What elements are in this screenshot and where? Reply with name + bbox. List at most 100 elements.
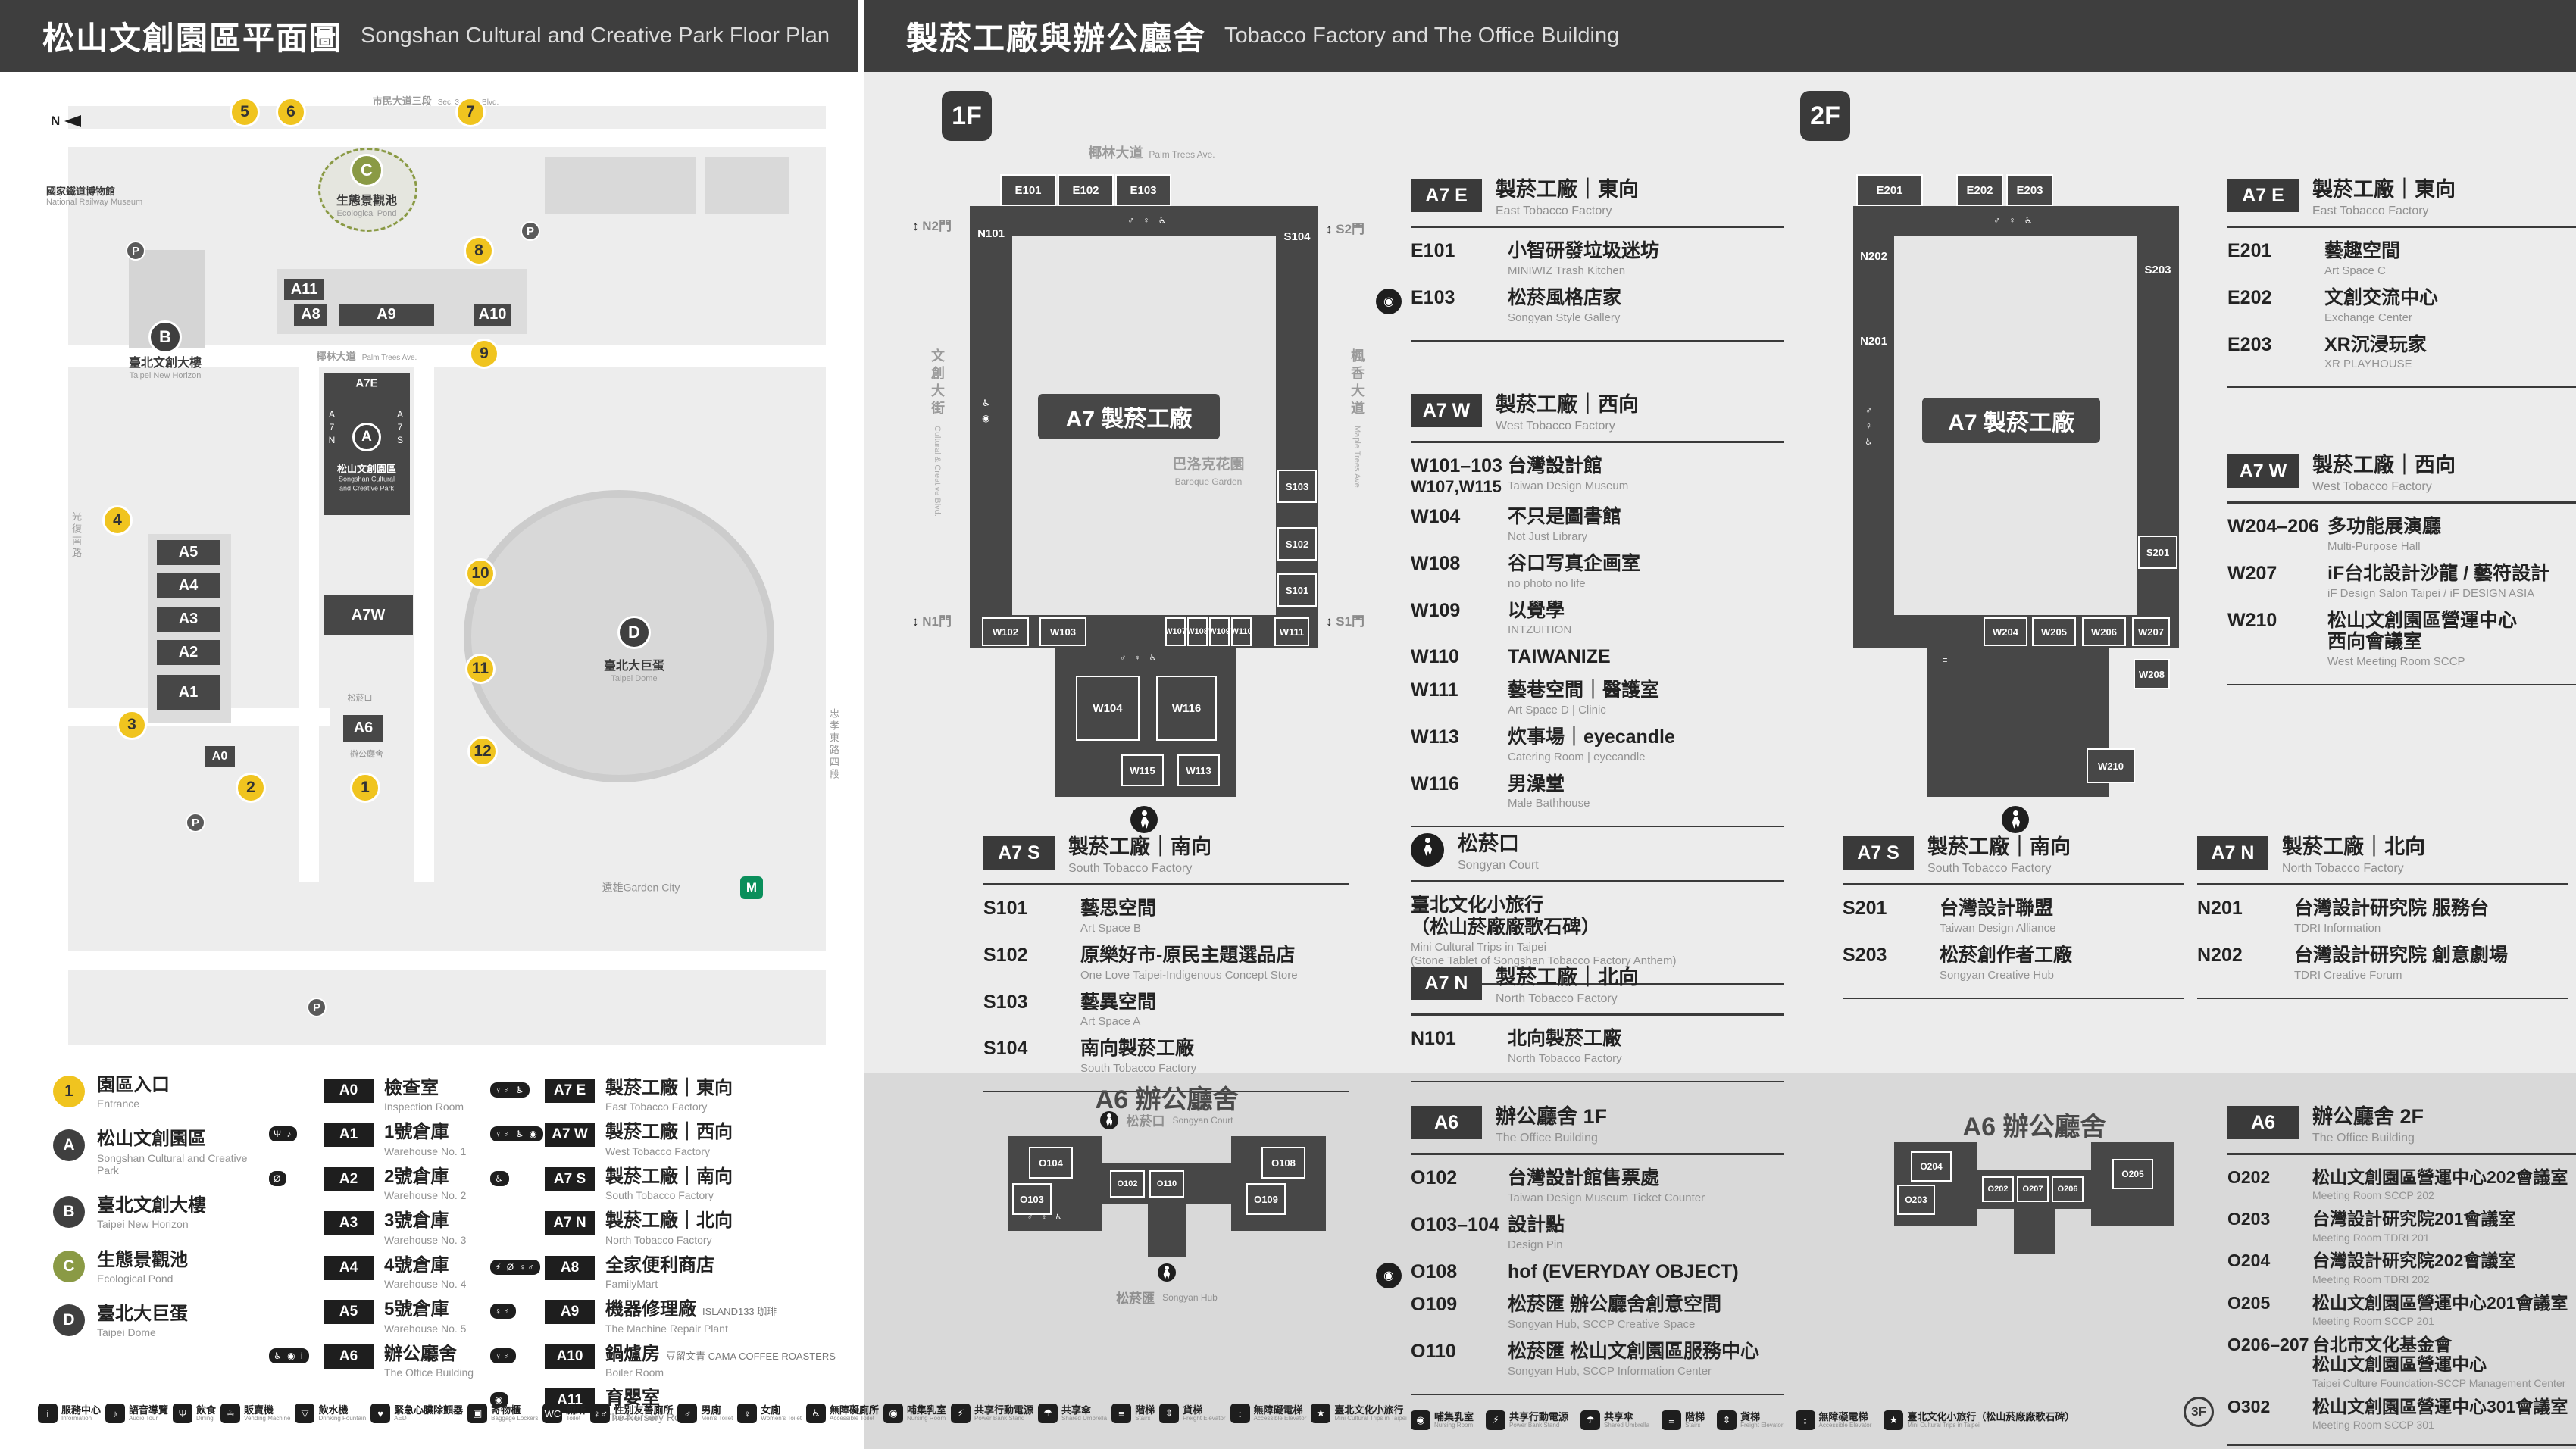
toilet-icons: ♂ ♀ ♿ <box>1993 215 2036 226</box>
f1-south-section: A7 S 製菸工廠｜南向 South Tobacco Factory S101 … <box>983 830 1349 1092</box>
facility-item: ☕ 販賣機 Vending Machine <box>220 1404 290 1423</box>
f2-north-section: A7 N 製菸工廠｜北向 North Tobacco Factory N201 … <box>2197 830 2568 999</box>
section-code-chip: A7 W <box>2227 454 2299 488</box>
entry-name-en: Art Space C <box>2324 264 2386 277</box>
entry-code: W116 <box>1411 773 1459 795</box>
entry-icon: ◉ <box>1376 1262 1402 1288</box>
facility-en: Accessible Elevator <box>1818 1421 1872 1429</box>
entry-name-en: Exchange Center <box>2324 311 2412 324</box>
room-s104: S104 <box>1283 230 1311 243</box>
facility-en: Drinking Fountain <box>318 1414 367 1422</box>
legend-building-code: A7 E <box>545 1079 595 1103</box>
legend-building-row: A0 檢查室 Inspection Room <box>269 1078 489 1113</box>
building-a5: A5 <box>157 540 220 565</box>
room-w116: W116 <box>1156 676 1217 741</box>
facility-item: ☂ 共享傘 Shared Umbrella <box>1580 1410 1649 1430</box>
section-title-zh: 製菸工廠｜西向 <box>1496 393 1639 416</box>
room-w204: W204 <box>1984 617 2027 646</box>
entry-code: W204–206 <box>2227 516 2319 537</box>
entry-code: S203 <box>1843 944 1887 966</box>
left-title-zh: 松山文創園區平面圖 <box>42 20 343 56</box>
legend-row-icons: ♀♂ ♿ <box>490 1082 530 1098</box>
room-o102: O102 <box>1110 1170 1145 1198</box>
guangfu-rd-label: 光復南路 <box>70 511 82 560</box>
entry-name-zh: hof (EVERYDAY OBJECT) <box>1508 1260 1739 1282</box>
section-code-chip: A7 N <box>2197 836 2268 870</box>
facility-zh: 階梯 <box>1685 1410 1705 1422</box>
entry-name-zh: 原樂好市-原民主題選品店 <box>1080 944 1296 966</box>
legend-area-zh: 生態景觀池 <box>97 1249 188 1270</box>
room-s101: S101 <box>1277 573 1317 607</box>
directory-entry: W111 藝巷空間｜醫護室 Art Space D | Clinic <box>1411 679 1784 717</box>
entrance-4: 4 <box>102 505 133 536</box>
section-title-zh: 製菸工廠｜東向 <box>1496 178 1639 201</box>
legend-building-en: Warehouse No. 2 <box>384 1189 467 1202</box>
road-zhongxiao <box>68 951 826 970</box>
facility-icon: ↕ <box>1795 1410 1815 1430</box>
directory-entry: E101 小智研發垃圾迷坊 MINIWIZ Trash Kitchen <box>1411 240 1784 278</box>
section-title-en: The Office Building <box>1496 1132 1598 1145</box>
facility-zh: 性別友善廁所 <box>614 1404 674 1416</box>
taipei-new-horizon-label: 臺北文創大樓 Taipei New Horizon <box>128 357 202 381</box>
facility-en: Power Bank Stand <box>1509 1421 1560 1429</box>
legend-building-code: A7 W <box>545 1123 595 1148</box>
entry-name-en: Songyan Hub, SCCP Creative Space <box>1508 1318 1696 1331</box>
entry-name-en: no photo no life <box>1508 576 1586 590</box>
entry-name-zh: 文創交流中心 <box>2324 286 2439 308</box>
entry-name-en: Meeting Room SCCP 301 <box>2312 1419 2434 1432</box>
directory-entry: W110 TAIWANIZE <box>1411 646 1784 670</box>
railway-museum-label: 國家鐵道博物館 National Railway Museum <box>46 186 143 208</box>
legend-building-row: A7 N 製菸工廠｜北向 North Tobacco Factory <box>490 1211 854 1246</box>
facility-icon: ★ <box>1884 1410 1904 1430</box>
entry-code: O205 <box>2227 1292 2271 1313</box>
north-wing: ♂ ♀ ♿ <box>983 206 1318 236</box>
facility-en: Freight Elevator <box>1740 1421 1784 1429</box>
room-o109: O109 <box>1246 1183 1286 1215</box>
room-w108: W108 <box>1186 617 1208 646</box>
room-n202: N202 <box>1860 250 1887 263</box>
building-a2: A2 <box>157 640 220 665</box>
entry-name-zh: 南向製菸工廠 <box>1080 1038 1195 1060</box>
facility-en: Audio Tour <box>129 1414 158 1422</box>
legend-building-en: Warehouse No. 5 <box>384 1322 467 1335</box>
facility-icon: ⇕ <box>1717 1410 1737 1430</box>
facility-zh: 無障礙電梯 <box>1253 1404 1303 1416</box>
room-s102: S102 <box>1277 527 1317 561</box>
facility-legend-strip: ◉ 哺集乳室 Nursing Room ⚡ 共享行動電源 Power Bank … <box>1411 1410 2074 1430</box>
legend-building-en: Warehouse No. 1 <box>384 1145 467 1157</box>
facility-icon: ♪ <box>105 1404 126 1423</box>
directory-entry: 3F O302 松山文創園區營運中心301會議室 Meeting Room SC… <box>2184 1396 2576 1432</box>
facility-en: Power Bank Stand <box>974 1414 1025 1422</box>
facility-zh: 緊急心臟除顫器 <box>394 1404 464 1416</box>
entry-code: S103 <box>983 991 1028 1013</box>
pedestrian-icon <box>1130 806 1158 833</box>
entrance-1: 1 <box>350 773 380 803</box>
legend-building-code: A7 S <box>545 1166 595 1191</box>
legend-area-row: A 松山文創園區 Songshan Cultural and Creative … <box>53 1129 265 1176</box>
entry-code: W104 <box>1411 506 1461 527</box>
directory-entry: O102 台灣設計館售票處 Taiwan Design Museum Ticke… <box>1411 1167 1784 1205</box>
facility-zh: 服務中心 <box>61 1404 102 1416</box>
a7-building-label: A7 製菸工廠 <box>1038 394 1220 439</box>
entry-name-zh: 不只是圖書館 <box>1508 506 1622 527</box>
room-o205: O205 <box>2112 1159 2153 1189</box>
legend-building-zh: 3號倉庫 <box>384 1210 449 1232</box>
building-a8: A8 <box>294 304 327 326</box>
right-title-zh: 製菸工廠與辦公廳舍 <box>906 20 1207 56</box>
a6-south-stub <box>1148 1204 1186 1257</box>
facility-icon: WC <box>542 1404 563 1423</box>
entry-code: O102 <box>1411 1167 1458 1188</box>
room-s203: S203 <box>2144 264 2171 276</box>
songyan-court-map-label: 松菸口 <box>347 694 373 704</box>
directory-entry: O205 松山文創園區營運中心201會議室 Meeting Room SCCP … <box>2227 1293 2576 1328</box>
building-a7s-label: A7S <box>395 409 405 448</box>
facility-item: WC 廁所 Toilet <box>542 1404 586 1423</box>
entrance-12: 12 <box>467 736 498 767</box>
entry-name-en: XR PLAYHOUSE <box>2324 358 2412 371</box>
facility-icon: ⇕ <box>1159 1404 1180 1423</box>
room-w113: W113 <box>1177 754 1220 786</box>
